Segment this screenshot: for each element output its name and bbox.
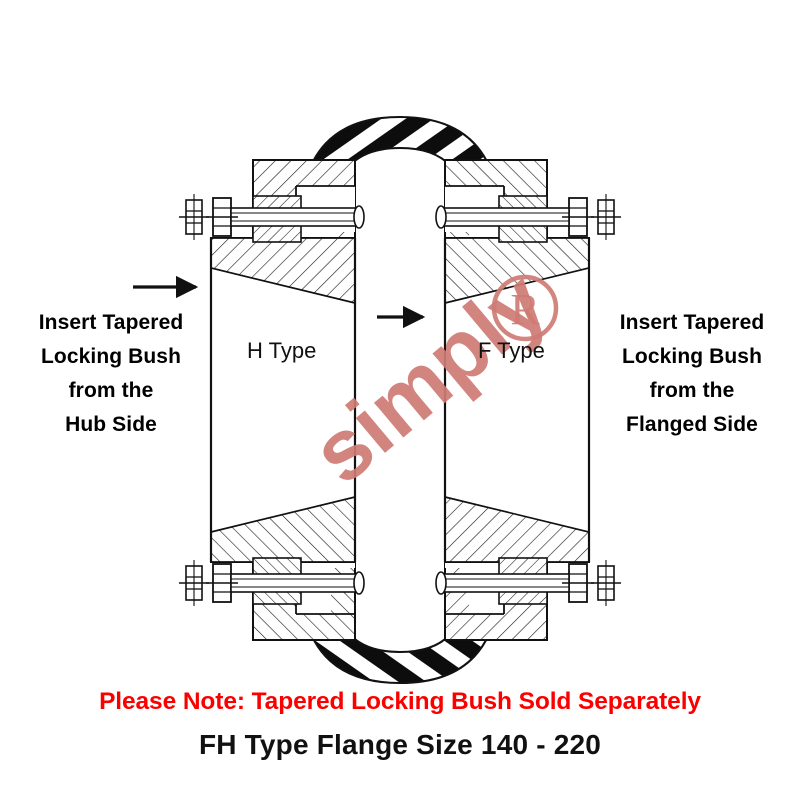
bolt-end-bottom-right xyxy=(435,571,447,595)
bolt-shank-bottom-left xyxy=(230,573,360,593)
caption-block: Please Note: Tapered Locking Bush Sold S… xyxy=(0,688,800,761)
caption-title-flange-size: FH Type Flange Size 140 - 220 xyxy=(198,729,602,760)
f-type-assembly xyxy=(443,159,591,641)
bolt-top-right xyxy=(435,197,594,237)
note-left-line-3: from the xyxy=(68,379,154,403)
nut-symbol-bottom-right xyxy=(591,560,621,606)
h-type-assembly xyxy=(209,159,357,641)
bolt-top-left xyxy=(206,197,365,237)
note-right-line-1: Insert Tapered xyxy=(619,311,765,334)
note-right-line-3: from the xyxy=(649,379,735,403)
note-left-insert-hub-side: Insert Tapered Locking Bush from the Hub… xyxy=(2,306,220,442)
bolt-bottom-right xyxy=(435,563,594,603)
hub-label-h-type: H Type xyxy=(247,338,317,363)
nut-symbol-top-right xyxy=(591,194,621,240)
bolt-shank-top-right xyxy=(440,207,570,227)
hub-label-f-type: F Type xyxy=(478,338,545,363)
bolt-end-top-right xyxy=(435,205,447,229)
bolt-end-top-left xyxy=(353,205,365,229)
note-right-line-4: Flanged Side xyxy=(626,413,758,437)
note-left-line-4: Hub Side xyxy=(65,413,157,437)
bolt-shank-top-left xyxy=(230,207,360,227)
nut-symbol-bottom-left xyxy=(179,560,209,606)
bolt-bottom-left xyxy=(206,563,365,603)
bolt-shank-bottom-right xyxy=(440,573,570,593)
nut-symbol-top-left xyxy=(179,194,209,240)
note-left-line-2: Locking Bush xyxy=(40,345,182,369)
bolt-end-bottom-left xyxy=(353,571,365,595)
note-right-line-2: Locking Bush xyxy=(621,345,763,369)
caption-note-sold-separately: Please Note: Tapered Locking Bush Sold S… xyxy=(99,688,701,715)
note-left-line-1: Insert Tapered xyxy=(38,311,184,334)
note-right-insert-flanged-side: Insert Tapered Locking Bush from the Fla… xyxy=(584,306,800,442)
